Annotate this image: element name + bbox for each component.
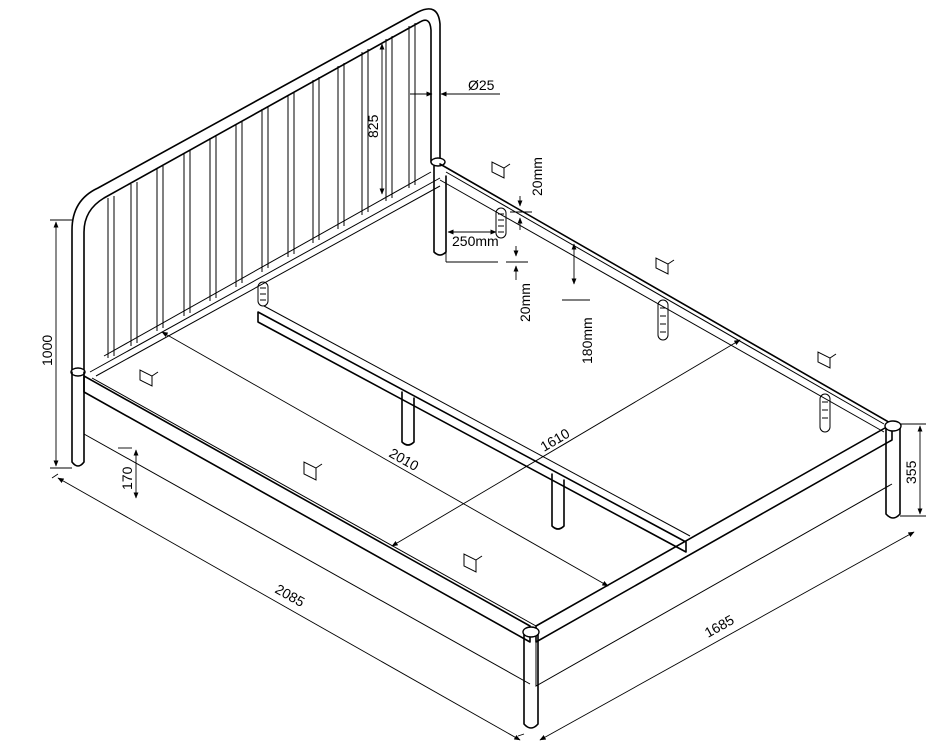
headboard xyxy=(70,8,446,377)
label-headboard-height: 825 xyxy=(365,114,381,138)
label-total-length: 2085 xyxy=(273,581,308,610)
dimension-lines xyxy=(50,43,926,741)
label-inner-width: 1610 xyxy=(537,425,572,455)
label-total-height: 1000 xyxy=(39,335,55,366)
label-side-rail-height: 170 xyxy=(119,466,135,490)
headboard-bars xyxy=(107,23,416,358)
label-leg-height: 355 xyxy=(903,460,919,484)
label-total-width: 1685 xyxy=(702,611,737,640)
bed-legs xyxy=(71,165,902,729)
label-bracket-spacing-top: 20mm xyxy=(529,157,545,196)
label-slat-support-height: 180mm xyxy=(579,317,595,364)
label-tube-diameter: Ø25 xyxy=(468,77,495,93)
hook-brackets xyxy=(257,207,831,433)
label-bracket-spacing-bottom: 20mm xyxy=(517,283,533,322)
label-bracket-offset: 250mm xyxy=(452,233,499,249)
dimension-labels: Ø25 825 1000 170 355 2085 1685 2010 1610… xyxy=(39,77,919,641)
slat-brackets xyxy=(139,161,837,573)
